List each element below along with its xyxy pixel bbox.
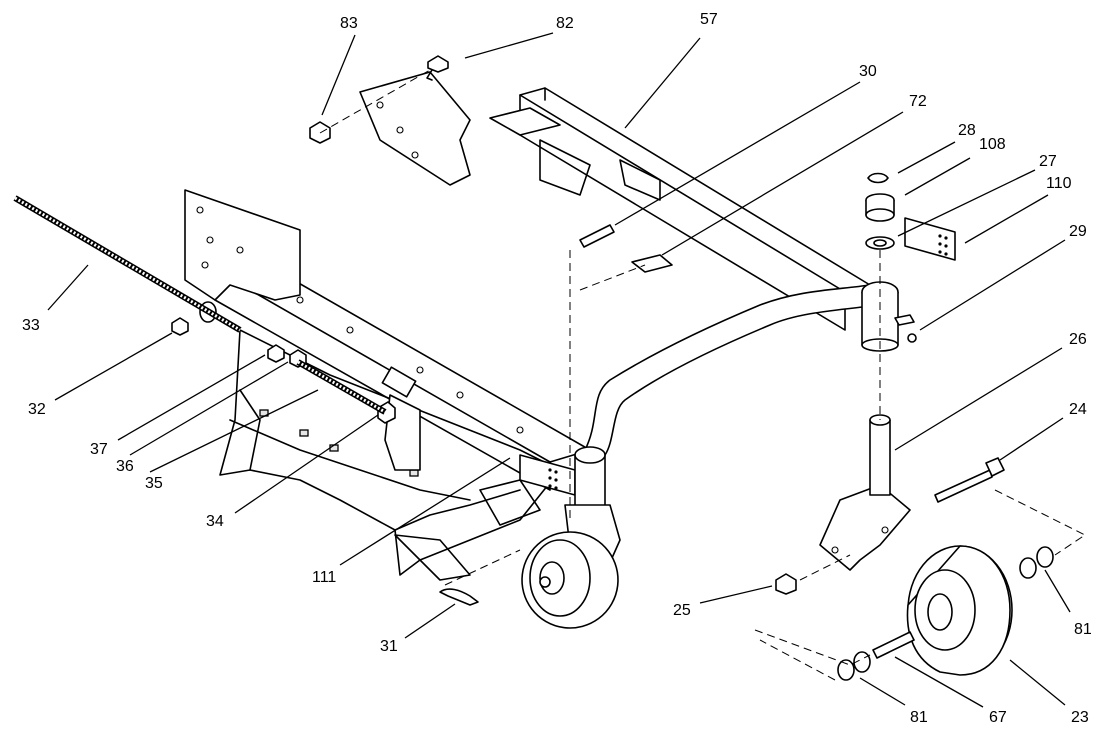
callout-31: 31 [380, 638, 398, 655]
right-caster-wheel [872, 545, 1013, 676]
right-caster-fork [819, 414, 911, 571]
callout-35: 35 [145, 475, 163, 492]
callout-82: 82 [556, 15, 574, 32]
callout-28: 28 [958, 122, 976, 139]
callout-81-left: 81 [910, 709, 928, 726]
callout-108: 108 [979, 136, 1006, 153]
leader-lines [47, 32, 1071, 708]
callout-110: 110 [1046, 175, 1072, 192]
callout-24: 24 [1069, 401, 1087, 418]
callout-57: 57 [700, 11, 718, 28]
callout-27: 27 [1039, 153, 1057, 170]
hardware [171, 55, 1054, 681]
callout-36: 36 [116, 458, 134, 475]
callout-33: 33 [22, 317, 40, 334]
callout-30: 30 [859, 63, 877, 80]
callout-67: 67 [989, 709, 1007, 726]
threaded-rods [13, 195, 387, 415]
callout-32: 32 [28, 401, 46, 418]
callout-25: 25 [673, 602, 691, 619]
callout-83: 83 [340, 15, 358, 32]
rear-bracket [359, 71, 471, 186]
callout-34: 34 [206, 513, 224, 530]
assembly-lines [319, 69, 1086, 681]
caster-arm [574, 281, 899, 511]
decal-dots [548, 468, 558, 490]
callout-29: 29 [1069, 223, 1087, 240]
callout-72: 72 [909, 93, 927, 110]
callout-81-right: 81 [1074, 621, 1092, 638]
callout-23: 23 [1071, 709, 1089, 726]
callout-26: 26 [1069, 331, 1087, 348]
callout-37: 37 [90, 441, 108, 458]
main-frame [184, 87, 871, 581]
left-caster-wheel [521, 504, 621, 629]
callout-labels: 83 82 57 30 72 28 108 27 110 29 26 24 33… [22, 11, 1092, 726]
callout-111: 111 [312, 569, 336, 586]
